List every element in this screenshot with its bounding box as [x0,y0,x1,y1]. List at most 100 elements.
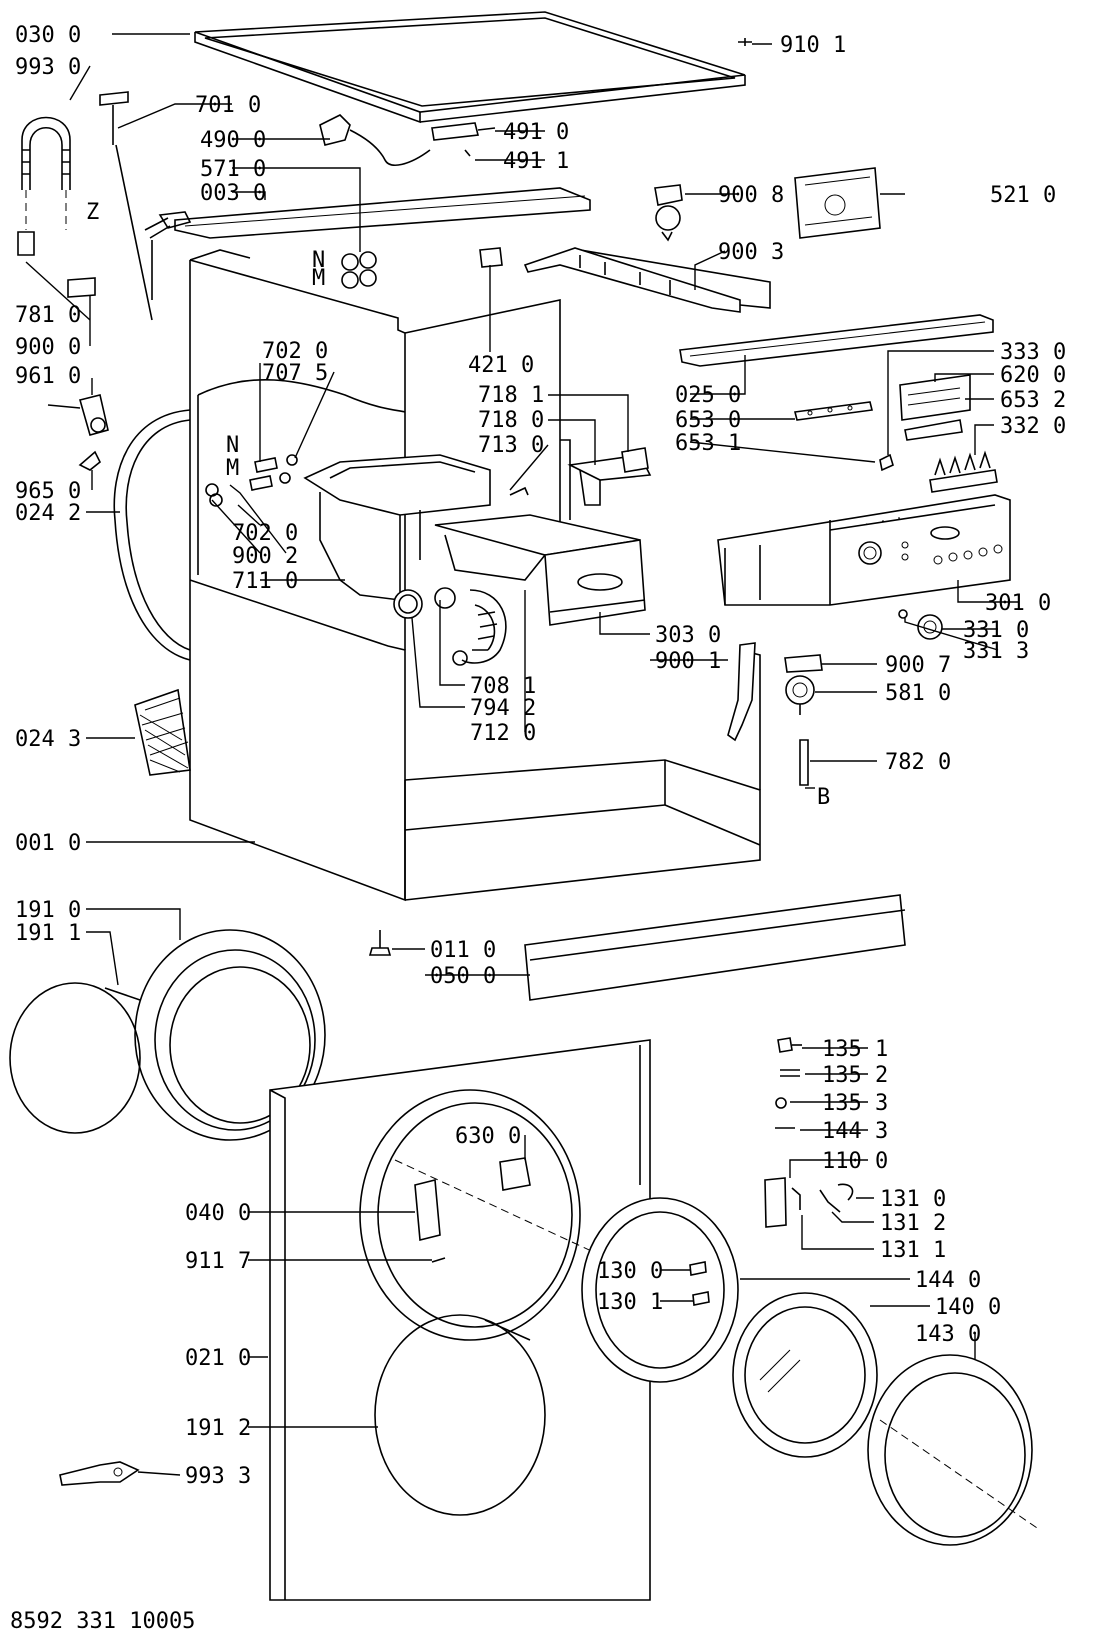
label-191-2: 191 2 [185,1416,251,1441]
door-hinge-040 [414,1178,441,1242]
label-653-2: 653 2 [1000,388,1066,413]
label-011-0: 011 0 [430,938,496,963]
label-718-0: 718 0 [478,408,544,433]
control-panel-rail [679,314,994,367]
label-900-7: 900 7 [885,653,951,678]
label-135-2: 135 2 [822,1063,888,1088]
door-handle [764,1177,801,1228]
label-702-0-top: 702 0 [262,339,328,364]
label-M-valve: M [312,266,325,291]
label-331-0: 331 0 [963,618,1029,643]
label-900-8: 900 8 [718,183,784,208]
label-144-0: 144 0 [915,1268,981,1293]
label-B: B [817,785,830,810]
door-lock-630 [499,1157,531,1191]
label-050-0: 050 0 [430,964,496,989]
label-024-3: 024 3 [15,727,81,752]
screw-911 [431,1257,446,1263]
label-025-0: 025 0 [675,383,741,408]
rod-782 [799,739,809,786]
label-191-0: 191 0 [15,898,81,923]
label-M-nipple: M [226,456,239,481]
control-panel [717,494,1011,606]
top-brace [158,187,591,239]
label-135-3: 135 3 [822,1091,888,1116]
label-965-0: 965 0 [15,479,81,504]
label-131-0: 131 0 [880,1187,946,1212]
siphon-cap-718 [621,447,649,473]
plinth-050 [524,894,906,1001]
label-040-0: 040 0 [185,1201,251,1226]
top-rail [523,247,741,313]
inlet-valves [341,251,377,289]
door-frame-inner [581,1197,739,1383]
label-333-0: 333 0 [1000,340,1066,365]
label-143-0: 143 0 [915,1322,981,1347]
label-782-0: 782 0 [885,750,951,775]
label-030-0: 030 0 [15,23,81,48]
service-grille [134,688,191,776]
label-003-0: 003 0 [200,181,266,206]
door-outer-frame [867,1354,1041,1546]
label-303-0: 303 0 [655,623,721,648]
label-301-0: 301 0 [985,591,1051,616]
label-191-1: 191 1 [15,921,81,946]
label-140-0: 140 0 [935,1295,1001,1320]
label-781-0: 781 0 [15,303,81,328]
top-lid [194,11,746,124]
foot-011 [368,930,392,956]
label-993-0: 993 0 [15,55,81,80]
label-331-3: 331 3 [963,639,1029,664]
seal-ring-965 [78,450,102,471]
button-strip [794,401,873,421]
label-900-3: 900 3 [718,240,784,265]
label-521-0: 521 0 [990,183,1056,208]
label-961-0: 961 0 [15,364,81,389]
drain-hose-701 [99,91,153,321]
detergent-drawer [434,514,646,626]
label-490-0: 490 0 [200,128,266,153]
label-900-0: 900 0 [15,335,81,360]
pressure-switch [785,675,815,715]
label-713-0: 713 0 [478,433,544,458]
cabinet-body [189,249,771,902]
label-130-1: 130 1 [597,1290,663,1315]
label-131-2: 131 2 [880,1211,946,1236]
seal-clip-disc [9,982,141,1134]
suppressor-filter [431,122,496,141]
front-panel [269,1039,651,1601]
label-900-1: 900 1 [655,649,721,674]
small-screw-491 [464,149,471,157]
lever-713 [509,486,529,496]
label-911-7: 911 7 [185,1249,251,1274]
door-glass [732,1292,878,1458]
label-653-1: 653 1 [675,431,741,456]
power-cable [319,114,431,166]
screw-910 [738,38,752,46]
label-Z: Z [86,200,99,225]
hose-clamp-900 [67,277,96,298]
label-794-2: 794 2 [470,696,536,721]
label-718-1: 718 1 [478,383,544,408]
label-708-1: 708 1 [470,674,536,699]
connector-421 [479,247,503,268]
label-701-0: 701 0 [195,93,261,118]
label-707-5: 707 5 [262,361,328,386]
label-021-0: 021 0 [185,1346,251,1371]
service-tool [59,1461,140,1486]
label-332-0: 332 0 [1000,414,1066,439]
dispenser-hose [434,587,507,666]
label-131-1: 131 1 [880,1238,946,1263]
inlet-hose-bracket [17,116,71,256]
drawer-guide [727,642,756,742]
label-910-1: 910 1 [780,33,846,58]
label-N-nipple: N [226,433,239,458]
label-001-0: 001 0 [15,831,81,856]
pump-filter [47,394,109,436]
detergent-dispenser [303,454,491,619]
label-135-1: 135 1 [822,1037,888,1062]
led-653-1 [879,453,894,472]
label-024-2: 024 2 [15,501,81,526]
label-993-3: 993 3 [185,1464,251,1489]
